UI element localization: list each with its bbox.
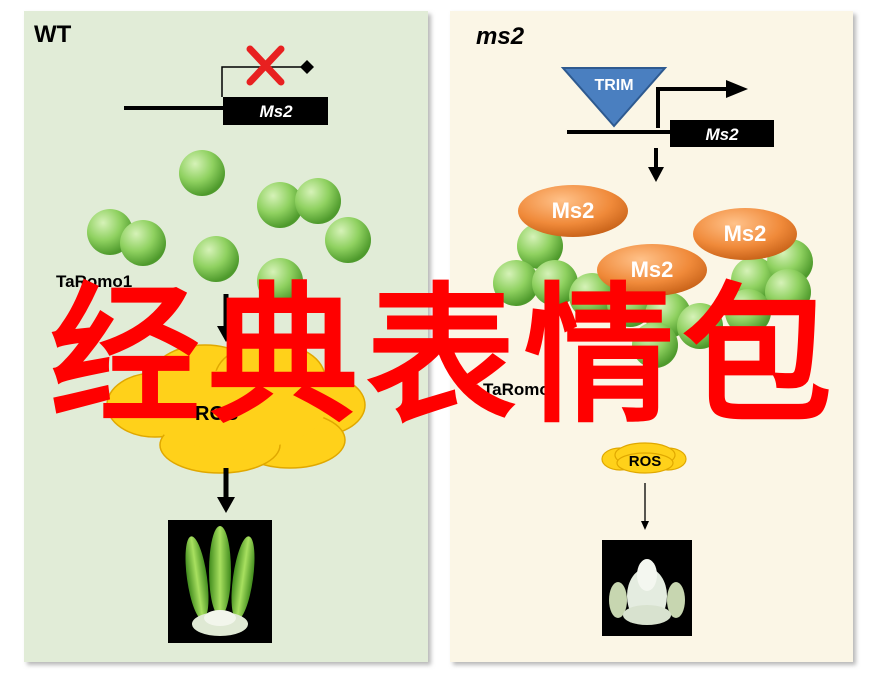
trim-insertion: TRIM [560,67,668,128]
trim-triangle-icon [560,67,668,128]
cross-icon [246,45,285,86]
wt-promoter-arrow [221,66,305,97]
ms2-protein-label: Ms2 [724,221,767,246]
wt-panel-title: WT [34,21,72,48]
wt-ros-label: ROS [195,403,238,425]
protein-ball [120,220,166,266]
protein-ball [257,182,303,228]
arrow-head-icon [217,497,235,513]
protein-ball [193,236,239,282]
ms2-gene-construct: Ms2 TRIM [560,67,774,147]
ms2-protein-label: Ms2 [631,257,674,282]
protein-ball [179,150,225,196]
ms2-anther-image [602,540,692,636]
protein-ball [325,217,371,263]
protein-ball [632,322,678,368]
ms2-protein-1: Ms2 [518,185,628,237]
wt-ros-cloud: ROS [106,342,366,474]
protein-ball [295,178,341,224]
arrow-head-icon [217,326,235,342]
wt-gene-construct: Ms2 [124,45,328,125]
protein-ball [257,258,303,304]
ms2-taromo1-label: TaRomo1 [483,380,559,399]
watermark-text: 经典表情包 [50,270,841,444]
ms2-promoter-arrow [656,87,730,128]
arrow-head-icon [726,80,748,98]
protein-ball [569,273,615,319]
wt-taromo1-proteins [87,150,371,304]
ms2-panel-title: ms2 [476,23,525,50]
wt-panel: WT Ms2 TaRomo1 [24,11,428,662]
wt-promoter-diamond-icon [300,60,314,74]
wt-taromo1-label: TaRomo1 [56,272,132,291]
wt-ms2-gene-box [223,97,328,125]
ms2-ros-cloud: ROS [601,442,687,474]
ms2-ms2-gene-box [670,120,774,147]
protein-ball [765,269,811,315]
ms2-panel: ms2 Ms2 TRIM [450,11,853,662]
ms2-protein-label: Ms2 [552,198,595,223]
protein-ball [677,303,723,349]
ms2-ms2-gene-label: Ms2 [705,125,739,144]
ms2-ros-label: ROS [629,453,662,470]
arrow-head-icon [641,521,649,530]
arrow-head-icon [648,167,664,182]
protein-ball [493,260,539,306]
protein-ball [725,289,771,335]
wt-ms2-gene-label: Ms2 [259,102,293,121]
protein-ball [532,260,578,306]
trim-label: TRIM [594,77,633,94]
ms2-protein-3: Ms2 [597,244,707,296]
wt-anther-image [168,520,272,643]
ms2-protein-2: Ms2 [693,208,797,260]
ms2-ms2-proteins: Ms2 Ms2 Ms2 [518,185,797,296]
